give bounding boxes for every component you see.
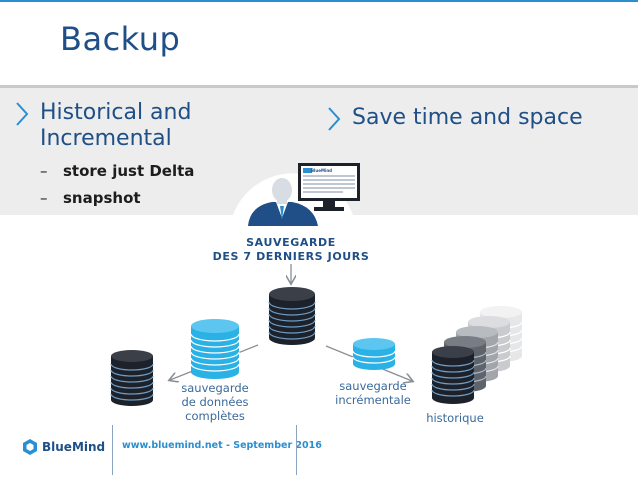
diagram-caption: SAUVEGARDE DES 7 DERNIERS JOURS (200, 236, 382, 264)
label-full-backup: sauvegarde de données complètes (170, 381, 260, 423)
bullet-historical: Historical and Incremental (40, 100, 191, 152)
disk-stack-full-blue (190, 319, 240, 379)
dash-1: – (40, 162, 48, 180)
footer-divider-right (296, 425, 297, 475)
label-incremental-backup: sauvegarde incrémentale (330, 379, 416, 407)
disk-stack-center (268, 287, 316, 345)
bullet-line-1: Historical and (40, 100, 192, 125)
label-full-line-3: complètes (185, 409, 245, 423)
history-disk-1 (431, 346, 475, 404)
history-stacks (431, 306, 523, 404)
caption-line-2: DES 7 DERNIERS JOURS (212, 250, 370, 263)
monitor-brand: BlueMind (311, 168, 333, 173)
chevron-right-icon (328, 107, 341, 131)
bluemind-logo-icon (23, 439, 37, 455)
chevron-right-icon (16, 102, 29, 126)
slide-title: Backup (60, 20, 181, 58)
sub-item-delta: store just Delta (63, 162, 195, 180)
label-full-line-2: de données (181, 395, 249, 409)
label-history: historique (426, 411, 484, 425)
disk-incremental-blue (352, 338, 396, 370)
footer-text: www.bluemind.net - September 2016 (122, 440, 322, 451)
user-monitor-illustration (230, 163, 360, 226)
disk-stack-left-dark (110, 350, 154, 406)
caption-line-1: SAUVEGARDE (246, 236, 336, 249)
label-full-line-1: sauvegarde (181, 381, 249, 395)
bullet-line-2: Incremental (40, 126, 172, 151)
sub-item-snapshot: snapshot (63, 189, 141, 207)
dash-2: – (40, 189, 48, 207)
bullet-save: Save time and space (352, 105, 583, 130)
footer-divider-left (112, 425, 113, 475)
top-accent-line (0, 0, 638, 2)
footer-logo: BlueMind (42, 440, 106, 454)
label-incremental-line-1: sauvegarde (339, 379, 407, 393)
label-incremental-line-2: incrémentale (335, 393, 411, 407)
